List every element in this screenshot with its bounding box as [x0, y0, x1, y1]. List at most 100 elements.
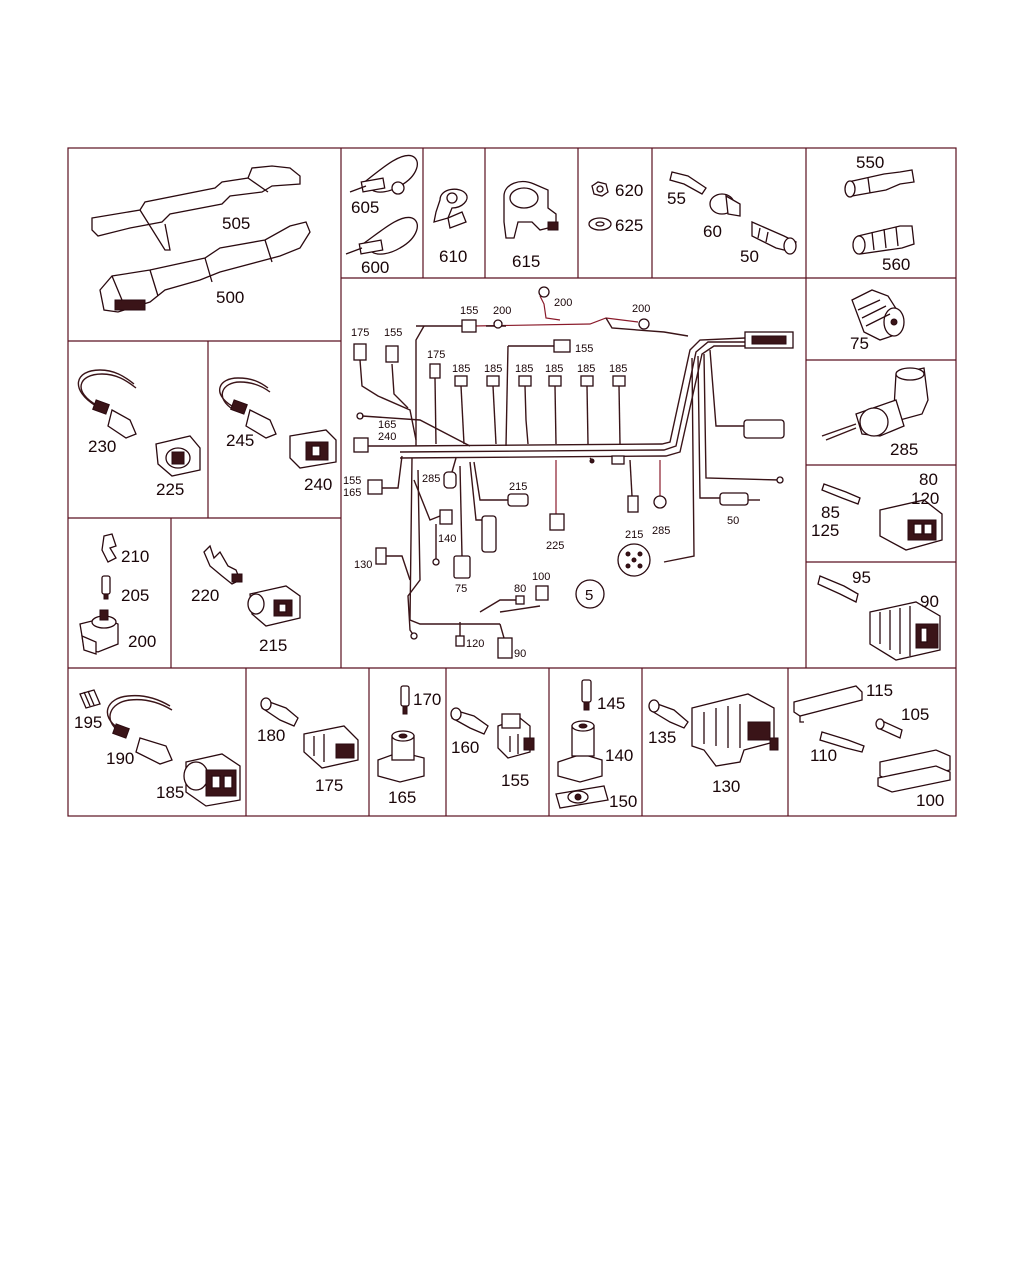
label-560: 560: [882, 255, 910, 274]
cell-bulb-holder: 210 205 200: [79, 533, 156, 655]
base-150-icon: [555, 785, 609, 809]
hl-90: 90: [514, 648, 526, 660]
label-205: 205: [121, 586, 149, 605]
cell-socket-140: 145 140 150: [555, 679, 637, 811]
hl-215a: 215: [509, 481, 527, 493]
pin-145-icon: [581, 679, 592, 711]
cable-tie-600-icon: [345, 216, 418, 255]
cell-plugs: 550 560: [844, 153, 915, 274]
hl-240: 240: [378, 431, 396, 443]
cell-terminal-160: 160 155: [450, 707, 535, 790]
terminal-160-icon: [450, 707, 489, 735]
label-600: 600: [361, 258, 389, 277]
nut-620-icon: [591, 181, 609, 197]
pin-205-icon: [101, 575, 111, 600]
pigtail-230-icon: [77, 369, 137, 439]
harness-labels: 175 155 155 200 200 200 175 185 185 185 …: [343, 297, 739, 660]
terminal-135-icon: [648, 699, 689, 729]
housing-215-icon: [247, 585, 301, 627]
cell-nut-washer: 620 625: [588, 181, 643, 235]
cell-cable-ties: 605 600: [345, 154, 418, 277]
label-615: 615: [512, 252, 540, 271]
pigtail-190-icon: [106, 694, 173, 765]
cell-angled-285: 285: [821, 367, 929, 459]
cell-clip: 610: [433, 188, 468, 266]
hl-225: 225: [546, 540, 564, 552]
label-135: 135: [648, 728, 676, 747]
hl-130: 130: [354, 559, 372, 571]
housing-120-icon: [879, 499, 943, 551]
hl-175a: 175: [351, 327, 369, 339]
label-55: 55: [667, 189, 686, 208]
cell-cover-115: 115 105 110 100: [793, 681, 951, 810]
cell-bracket: 615: [503, 181, 559, 271]
label-150: 150: [609, 792, 637, 811]
label-170: 170: [413, 690, 441, 709]
hl-155c: 155: [575, 343, 593, 355]
housing-175-icon: [303, 725, 359, 769]
label-620: 620: [615, 181, 643, 200]
angled-connector-285-icon: [821, 367, 929, 441]
label-100: 100: [916, 791, 944, 810]
hl-185d: 185: [545, 363, 563, 375]
hl-185e: 185: [577, 363, 595, 375]
cell-terminal-220: 220 215: [191, 544, 301, 655]
hl-175b: 175: [427, 349, 445, 361]
callout-bubble: 5: [575, 579, 605, 609]
label-110: 110: [810, 746, 837, 765]
cell-harness: 175 155 155 200 200 200 175 185 185 185 …: [343, 286, 794, 660]
hl-155b: 155: [460, 305, 478, 317]
pin-110-icon: [819, 731, 865, 753]
label-155: 155: [501, 771, 529, 790]
clip-610-icon: [433, 188, 468, 229]
label-140: 140: [605, 746, 633, 765]
hl-165b: 165: [343, 487, 361, 499]
cell-pigtail-230: 230 225: [77, 369, 201, 499]
label-225: 225: [156, 480, 184, 499]
hl-50: 50: [727, 515, 739, 527]
washer-625-icon: [588, 217, 612, 231]
housing-240-icon: [289, 429, 337, 469]
mounting-rail-500-icon: [99, 221, 311, 313]
plug-560-icon: [852, 225, 915, 255]
cover-115-icon: [793, 685, 863, 723]
housing-155-icon: [497, 713, 535, 759]
plug-550-icon: [844, 169, 915, 198]
sleeve-60-icon: [709, 193, 741, 217]
label-90: 90: [920, 592, 939, 611]
label-145: 145: [597, 694, 625, 713]
holder-200-icon: [79, 609, 119, 655]
hl-285b: 285: [652, 525, 670, 537]
label-130: 130: [712, 777, 740, 796]
terminal-180-icon: [260, 697, 299, 727]
housing-130-icon: [691, 693, 779, 767]
label-610: 610: [439, 247, 467, 266]
label-105: 105: [901, 705, 929, 724]
hl-215b: 215: [625, 529, 643, 541]
connector-75-icon: [851, 289, 905, 341]
label-180: 180: [257, 726, 285, 745]
hl-100: 100: [532, 571, 550, 583]
label-240: 240: [304, 475, 332, 494]
hl-155d: 155: [343, 475, 361, 487]
label-125: 125: [811, 521, 839, 540]
socket-165-icon: [377, 730, 425, 783]
cell-terminal-180: 180 175: [257, 697, 359, 795]
label-75: 75: [850, 334, 869, 353]
hl-185c: 185: [515, 363, 533, 375]
cable-tie-605-icon: [349, 154, 418, 195]
hl-185a: 185: [452, 363, 470, 375]
hl-185f: 185: [609, 363, 627, 375]
hl-140: 140: [438, 533, 456, 545]
label-500: 500: [216, 288, 244, 307]
label-210: 210: [121, 547, 149, 566]
socket-140-icon: [557, 720, 603, 783]
label-50: 50: [740, 247, 759, 266]
cell-pigtail-245: 245 240: [219, 377, 337, 494]
cell-socket-165: 170 165: [377, 685, 441, 807]
bracket-615-icon: [503, 181, 559, 239]
cell-mounting-rails: 505 500: [91, 165, 311, 313]
cell-pins-95: 95 90: [817, 568, 941, 661]
cell-bolt-set: 55 60 50: [667, 171, 797, 266]
